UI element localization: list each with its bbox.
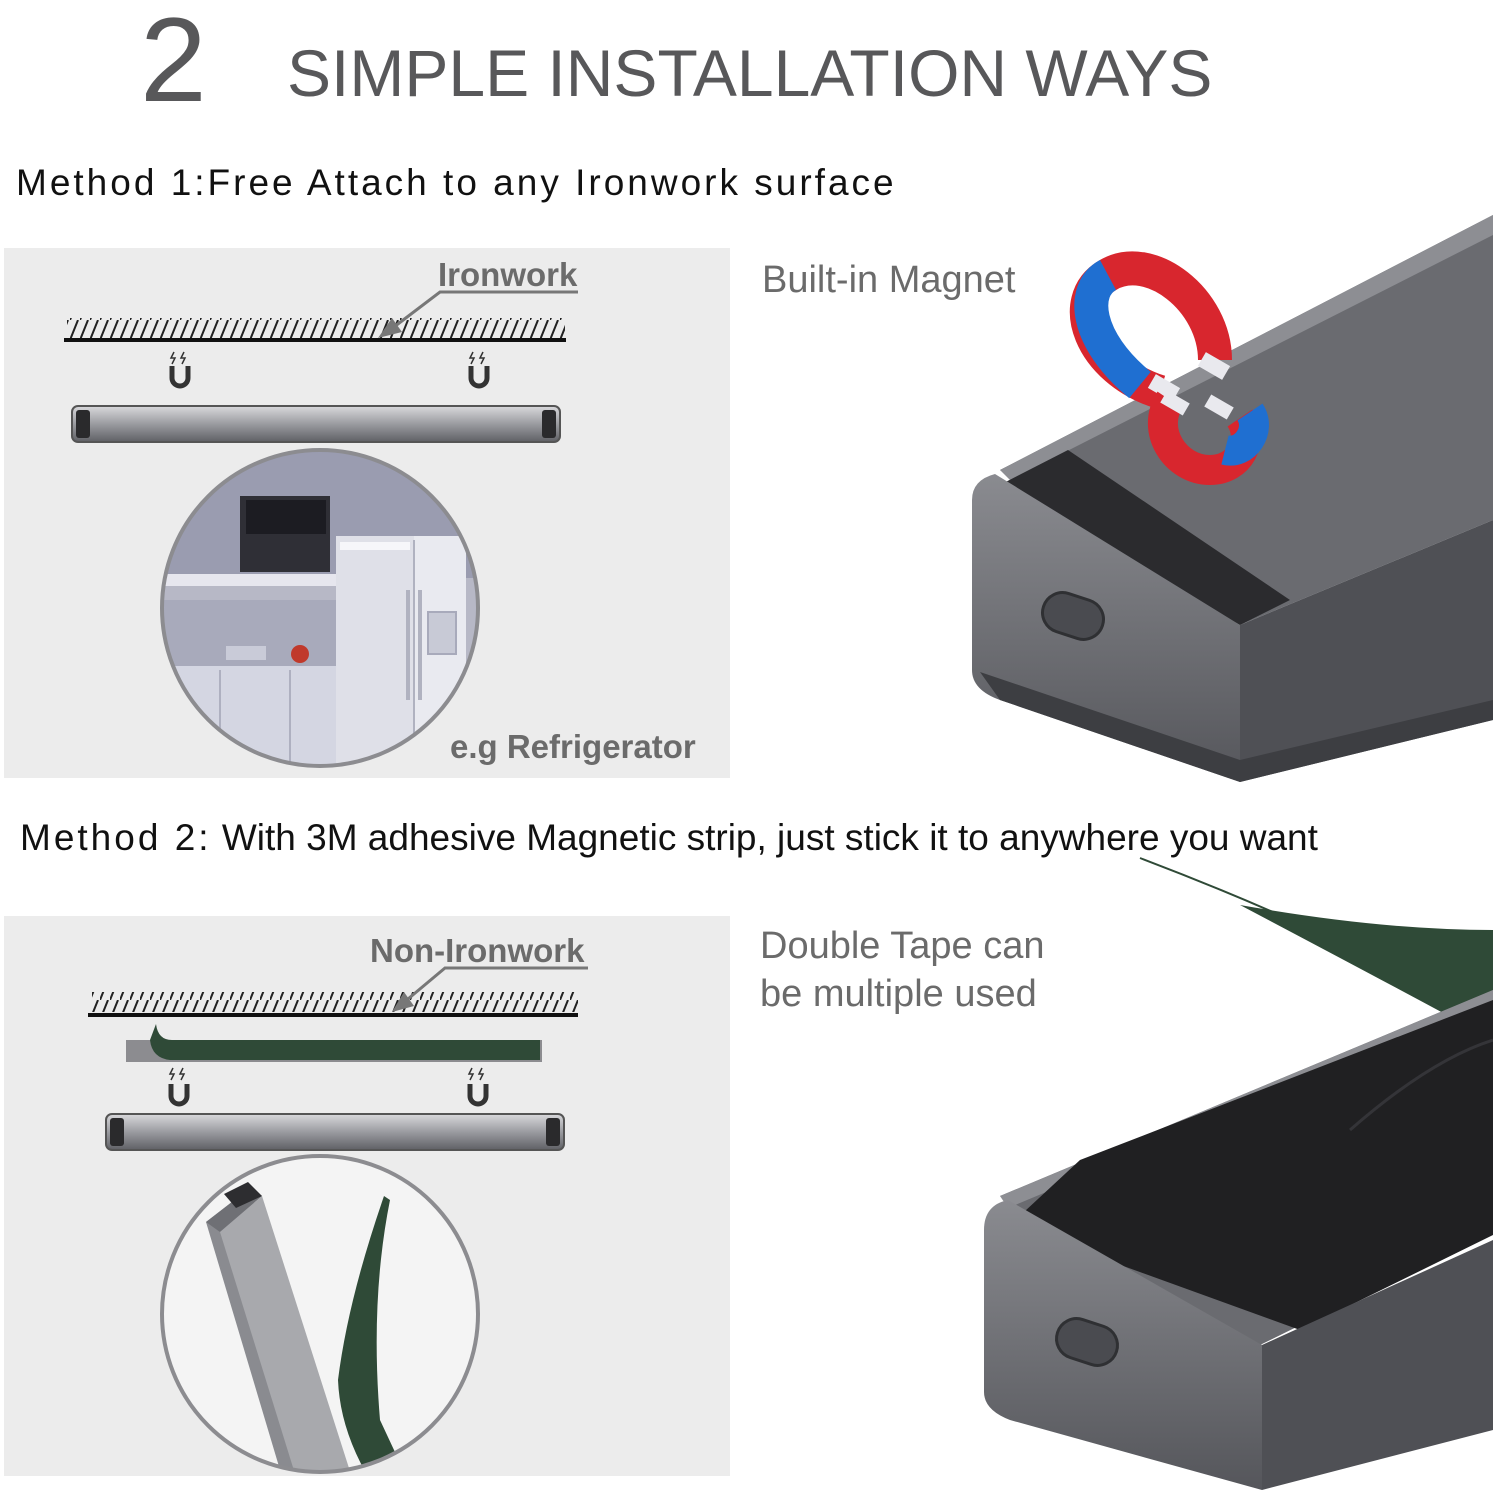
label-pointer-arrow [378, 290, 578, 338]
step-count: 2 [140, 0, 207, 127]
product-photo-tape [984, 857, 1493, 1490]
refrigerator-example-photo [160, 448, 480, 768]
page-title: SIMPLE INSTALLATION WAYS [287, 36, 1213, 110]
magnet-icon [467, 1067, 489, 1107]
horseshoe-magnet-icon [1069, 251, 1269, 486]
product-photo-magnet [972, 215, 1493, 782]
method-2-label: Method 2: [20, 817, 212, 858]
built-in-magnet-caption: Built-in Magnet [762, 259, 1016, 301]
ironwork-surface [64, 318, 566, 342]
ironwork-label: Ironwork [438, 256, 578, 293]
double-tape-caption-line-1: Double Tape can [760, 925, 1045, 967]
adhesive-tape-strip [126, 1024, 542, 1062]
non-ironwork-surface [88, 992, 578, 1017]
double-tape-caption-line-2: be multiple used [760, 973, 1037, 1015]
magnet-icon [169, 351, 191, 389]
tape-peel-example-photo [160, 1154, 480, 1474]
magnet-icon [468, 351, 490, 389]
refrigerator-label: e.g Refrigerator [450, 728, 696, 765]
method-2-text: With 3M adhesive Magnetic strip, just st… [221, 817, 1318, 858]
method-2-heading: Method 2: With 3M adhesive Magnetic stri… [20, 817, 1318, 859]
magnet-icon [168, 1067, 190, 1107]
non-ironwork-label: Non-Ironwork [370, 932, 585, 969]
magnetic-bar [71, 405, 561, 443]
double-tape-caption: Double Tape can be multiple used [760, 922, 1045, 1018]
label-pointer-arrow [392, 966, 588, 1012]
magnetic-bar [105, 1113, 565, 1151]
method-1-heading: Method 1:Free Attach to any Ironwork sur… [16, 162, 897, 203]
